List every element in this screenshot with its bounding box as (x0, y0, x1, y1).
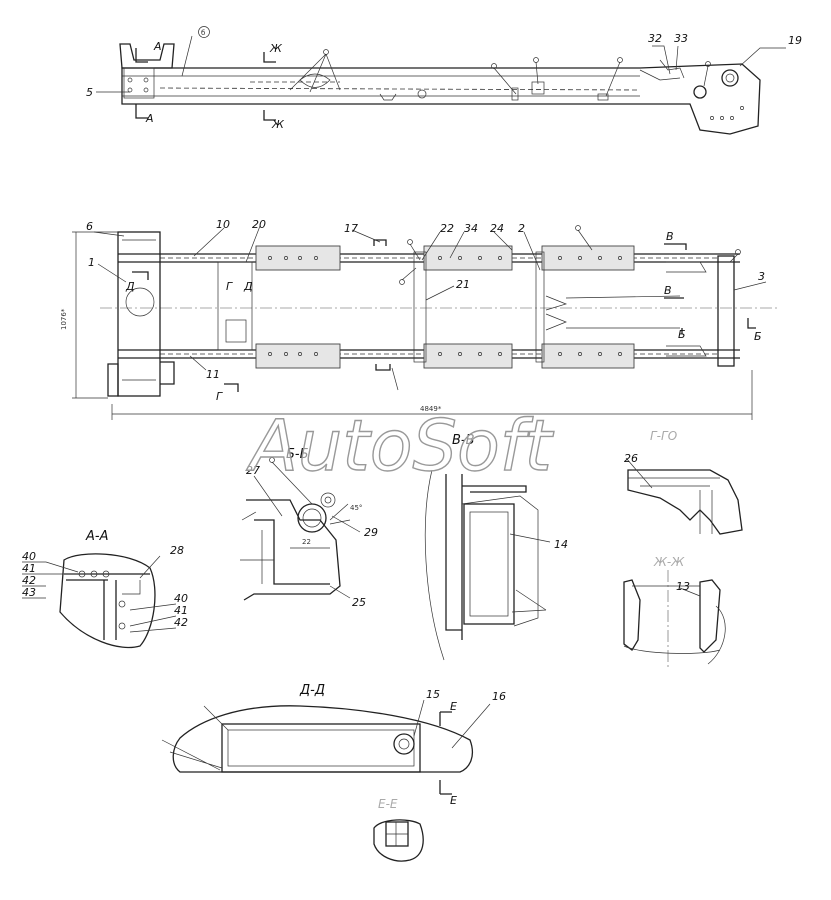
cut-mark-a-top: А (153, 40, 162, 53)
callout-20: 20 (252, 218, 266, 231)
section-title-aa: А-А (85, 529, 108, 544)
callout-14: 14 (554, 538, 568, 551)
cut-mark-a-bottom: А (145, 112, 154, 125)
callout-34: 34 (464, 222, 478, 235)
callout-16: 16 (492, 690, 506, 703)
callout-1: 1 (88, 256, 95, 269)
cut-mark-d-right: Д (243, 280, 253, 293)
cut-mark-v-mid: В (664, 284, 672, 297)
section-title-zhzh: Ж-Ж (653, 555, 685, 569)
cut-mark-e-top: Е (450, 700, 457, 713)
section-gg (625, 457, 743, 535)
callout-40-lower: 40 (174, 592, 188, 605)
cut-mark-zh-bottom: Ж (271, 118, 285, 131)
callout-42: 42 (22, 574, 36, 587)
balloon (198, 26, 210, 38)
section-vv-labels: В-В 14 (452, 433, 568, 551)
section-ee (373, 819, 424, 862)
section-zhzh (623, 570, 726, 670)
section-bb-labels: Б-Б 27 29 25 45° 22 (246, 447, 378, 609)
cut-mark-g-left: Г (226, 280, 233, 293)
watermark: AutoSoft (246, 405, 554, 487)
section-bb (240, 457, 361, 601)
section-dd-labels: Д-Д 15 16 Е Е (299, 683, 506, 807)
callout-41: 41 (22, 562, 36, 575)
side-view (96, 35, 786, 135)
section-dd (161, 699, 491, 795)
side-view-callouts: 5 б 32 33 19 А А Ж Ж (86, 26, 802, 131)
callout-33: 33 (674, 32, 688, 45)
cut-mark-e-bottom: Е (450, 794, 457, 807)
callout-25: 25 (352, 596, 366, 609)
section-title-dd: Д-Д (299, 683, 325, 698)
callout-17: 17 (344, 222, 358, 235)
dim-angle: 45° (350, 504, 362, 512)
balloon-label: б (201, 29, 205, 37)
callout-6: 6 (86, 220, 93, 233)
callout-40: 40 (22, 550, 36, 563)
callout-43: 43 (22, 586, 36, 599)
section-aa (22, 553, 177, 649)
plan-view (72, 225, 780, 420)
callout-15: 15 (426, 688, 440, 701)
callout-21: 21 (456, 278, 470, 291)
callout-27: 27 (246, 464, 260, 477)
callout-29: 29 (364, 526, 378, 539)
callout-13: 13 (676, 580, 690, 593)
dim-overall-length: 4849* (420, 405, 442, 413)
section-title-ee: Е-Е (378, 797, 398, 811)
cut-mark-zh-top: Ж (269, 42, 283, 55)
cut-mark-b-left: Б (678, 328, 686, 341)
section-gg-labels: Г-ГО 26 (624, 429, 677, 465)
callout-22: 22 (440, 222, 454, 235)
cut-mark-v-top: В (666, 230, 674, 243)
callout-28: 28 (170, 544, 184, 557)
callout-11: 11 (206, 368, 220, 381)
cut-mark-d-left: Д (125, 280, 135, 293)
section-ee-labels: Е-Е (378, 797, 398, 811)
callout-24: 24 (490, 222, 504, 235)
callout-10: 10 (216, 218, 230, 231)
callout-3: 3 (758, 270, 765, 283)
section-aa-labels: А-А 40 41 42 43 28 40 41 42 (22, 529, 188, 629)
callout-5: 5 (86, 86, 93, 99)
callout-41-lower: 41 (174, 604, 188, 617)
callout-42-lower: 42 (174, 616, 188, 629)
section-title-gg: Г-ГО (650, 429, 677, 443)
cut-mark-b-right: Б (754, 330, 762, 343)
dim-gap: 22 (302, 538, 311, 546)
callout-19: 19 (788, 34, 802, 47)
section-title-bb: Б-Б (286, 447, 309, 462)
section-title-vv: В-В (452, 433, 475, 448)
section-zhzh-labels: Ж-Ж 13 (653, 555, 690, 593)
callout-32: 32 (648, 32, 662, 45)
callout-2: 2 (518, 222, 525, 235)
section-vv (424, 469, 551, 661)
callout-26: 26 (624, 452, 638, 465)
plan-view-callouts: 6 10 20 17 22 34 24 2 1 21 11 3 В В Б Б … (60, 218, 765, 413)
cut-mark-g-bottom: Г (216, 390, 223, 403)
dim-height: 1076* (60, 308, 68, 330)
